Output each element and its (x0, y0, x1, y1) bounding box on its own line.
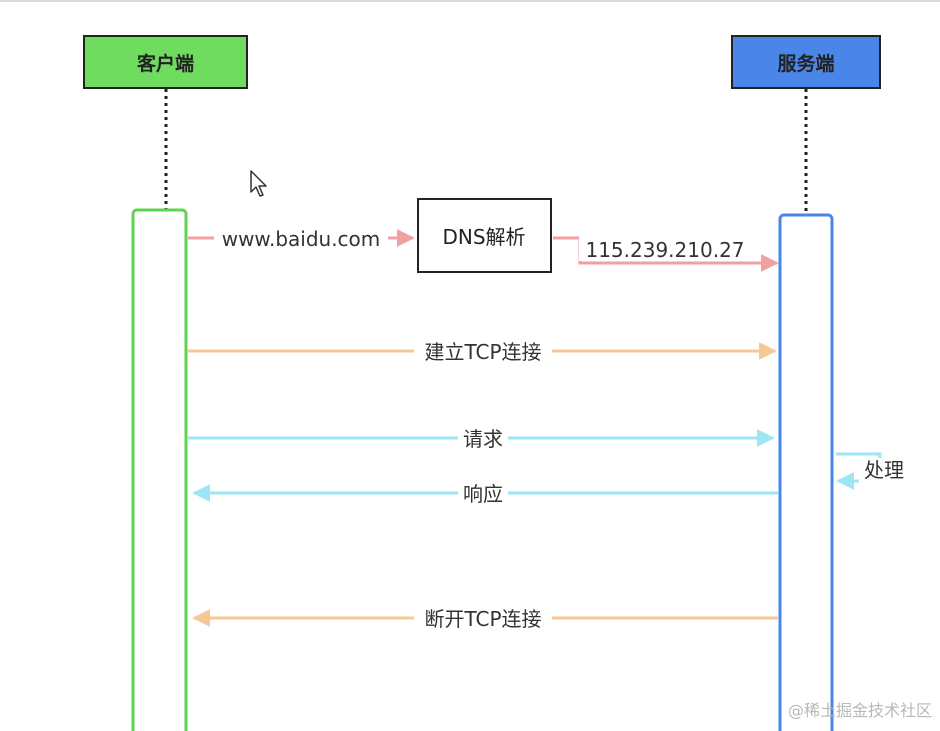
ip-label: 115.239.210.27 (585, 238, 744, 262)
client-actor-box: 客户端 (83, 35, 248, 89)
process-label-bg (859, 458, 909, 483)
request-label-bg (458, 426, 508, 451)
top-border (0, 0, 940, 2)
ip-label-bg (579, 236, 751, 261)
tcp-connect-label: 建立TCP连接 (424, 340, 541, 364)
server-activation-bar (778, 213, 834, 731)
domain-label: www.baidu.com (222, 227, 381, 251)
tcp-disconnect-label-bg (414, 606, 552, 631)
request-label: 请求 (463, 427, 503, 451)
response-label: 响应 (463, 482, 503, 506)
server-actor-box: 服务端 (731, 35, 881, 89)
dns-box (417, 198, 552, 273)
process-label: 处理 (864, 458, 904, 482)
tcp-disconnect-label: 断开TCP连接 (424, 607, 541, 631)
domain-label-bg (214, 225, 388, 251)
dns-box-label: DNS解析 (442, 225, 525, 249)
server-actor-label: 服务端 (777, 52, 835, 75)
watermark: @稀土掘金技术社区 (787, 701, 932, 720)
client-actor-label: 客户端 (136, 52, 194, 75)
response-label-bg (458, 481, 508, 506)
mouse-cursor-icon (250, 170, 270, 202)
client-activation-bar (131, 208, 188, 731)
tcp-connect-label-bg (414, 339, 552, 364)
